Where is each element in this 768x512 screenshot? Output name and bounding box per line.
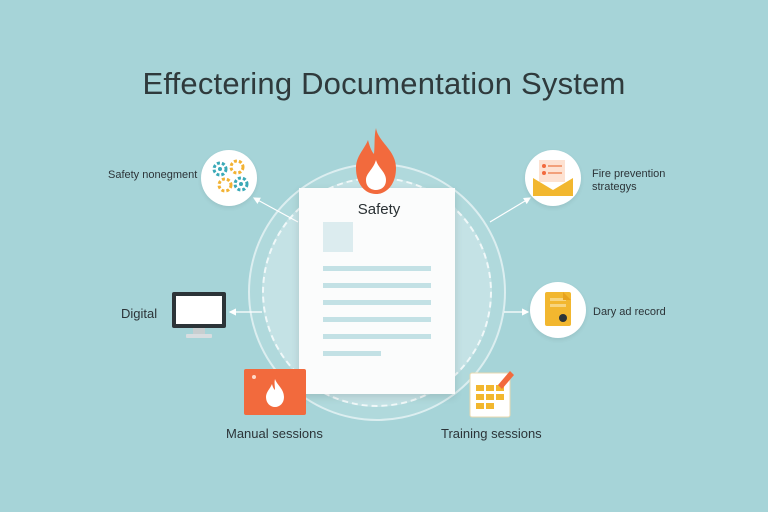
arrow-to-fire-prevention [489,197,532,223]
page-title: Effectering Documentation System [142,66,626,101]
envelope-document-icon [533,160,573,196]
document-line [323,283,431,288]
document-line [323,317,431,322]
document-line [323,334,431,339]
monitor-icon [172,292,226,338]
safety-management-label: Safety nonegment [108,169,198,181]
central-document [299,188,455,394]
document-image-placeholder [323,222,353,252]
document-line [323,266,431,271]
calendar-pencil-icon [469,371,514,418]
center-label: Safety [357,201,401,218]
manual-sessions-label: Manual sessions [226,426,323,441]
flame-card-icon [244,369,306,415]
fire-prevention-node [525,150,581,206]
daily-record-label: Dary ad record [593,306,666,318]
training-sessions-label: Training sessions [441,426,542,441]
safety-management-node [201,150,257,206]
fire-prevention-label-line-1: Fire prevention [592,168,666,180]
digital-label: Digital [121,306,158,321]
document-line [323,351,381,356]
daily-record-node [530,282,586,338]
flame-icon [356,128,396,194]
document-line [323,300,431,305]
clipboard-icon [545,292,571,326]
gears-icon [212,159,249,193]
fire-prevention-label-line-2: strategys [592,181,637,193]
